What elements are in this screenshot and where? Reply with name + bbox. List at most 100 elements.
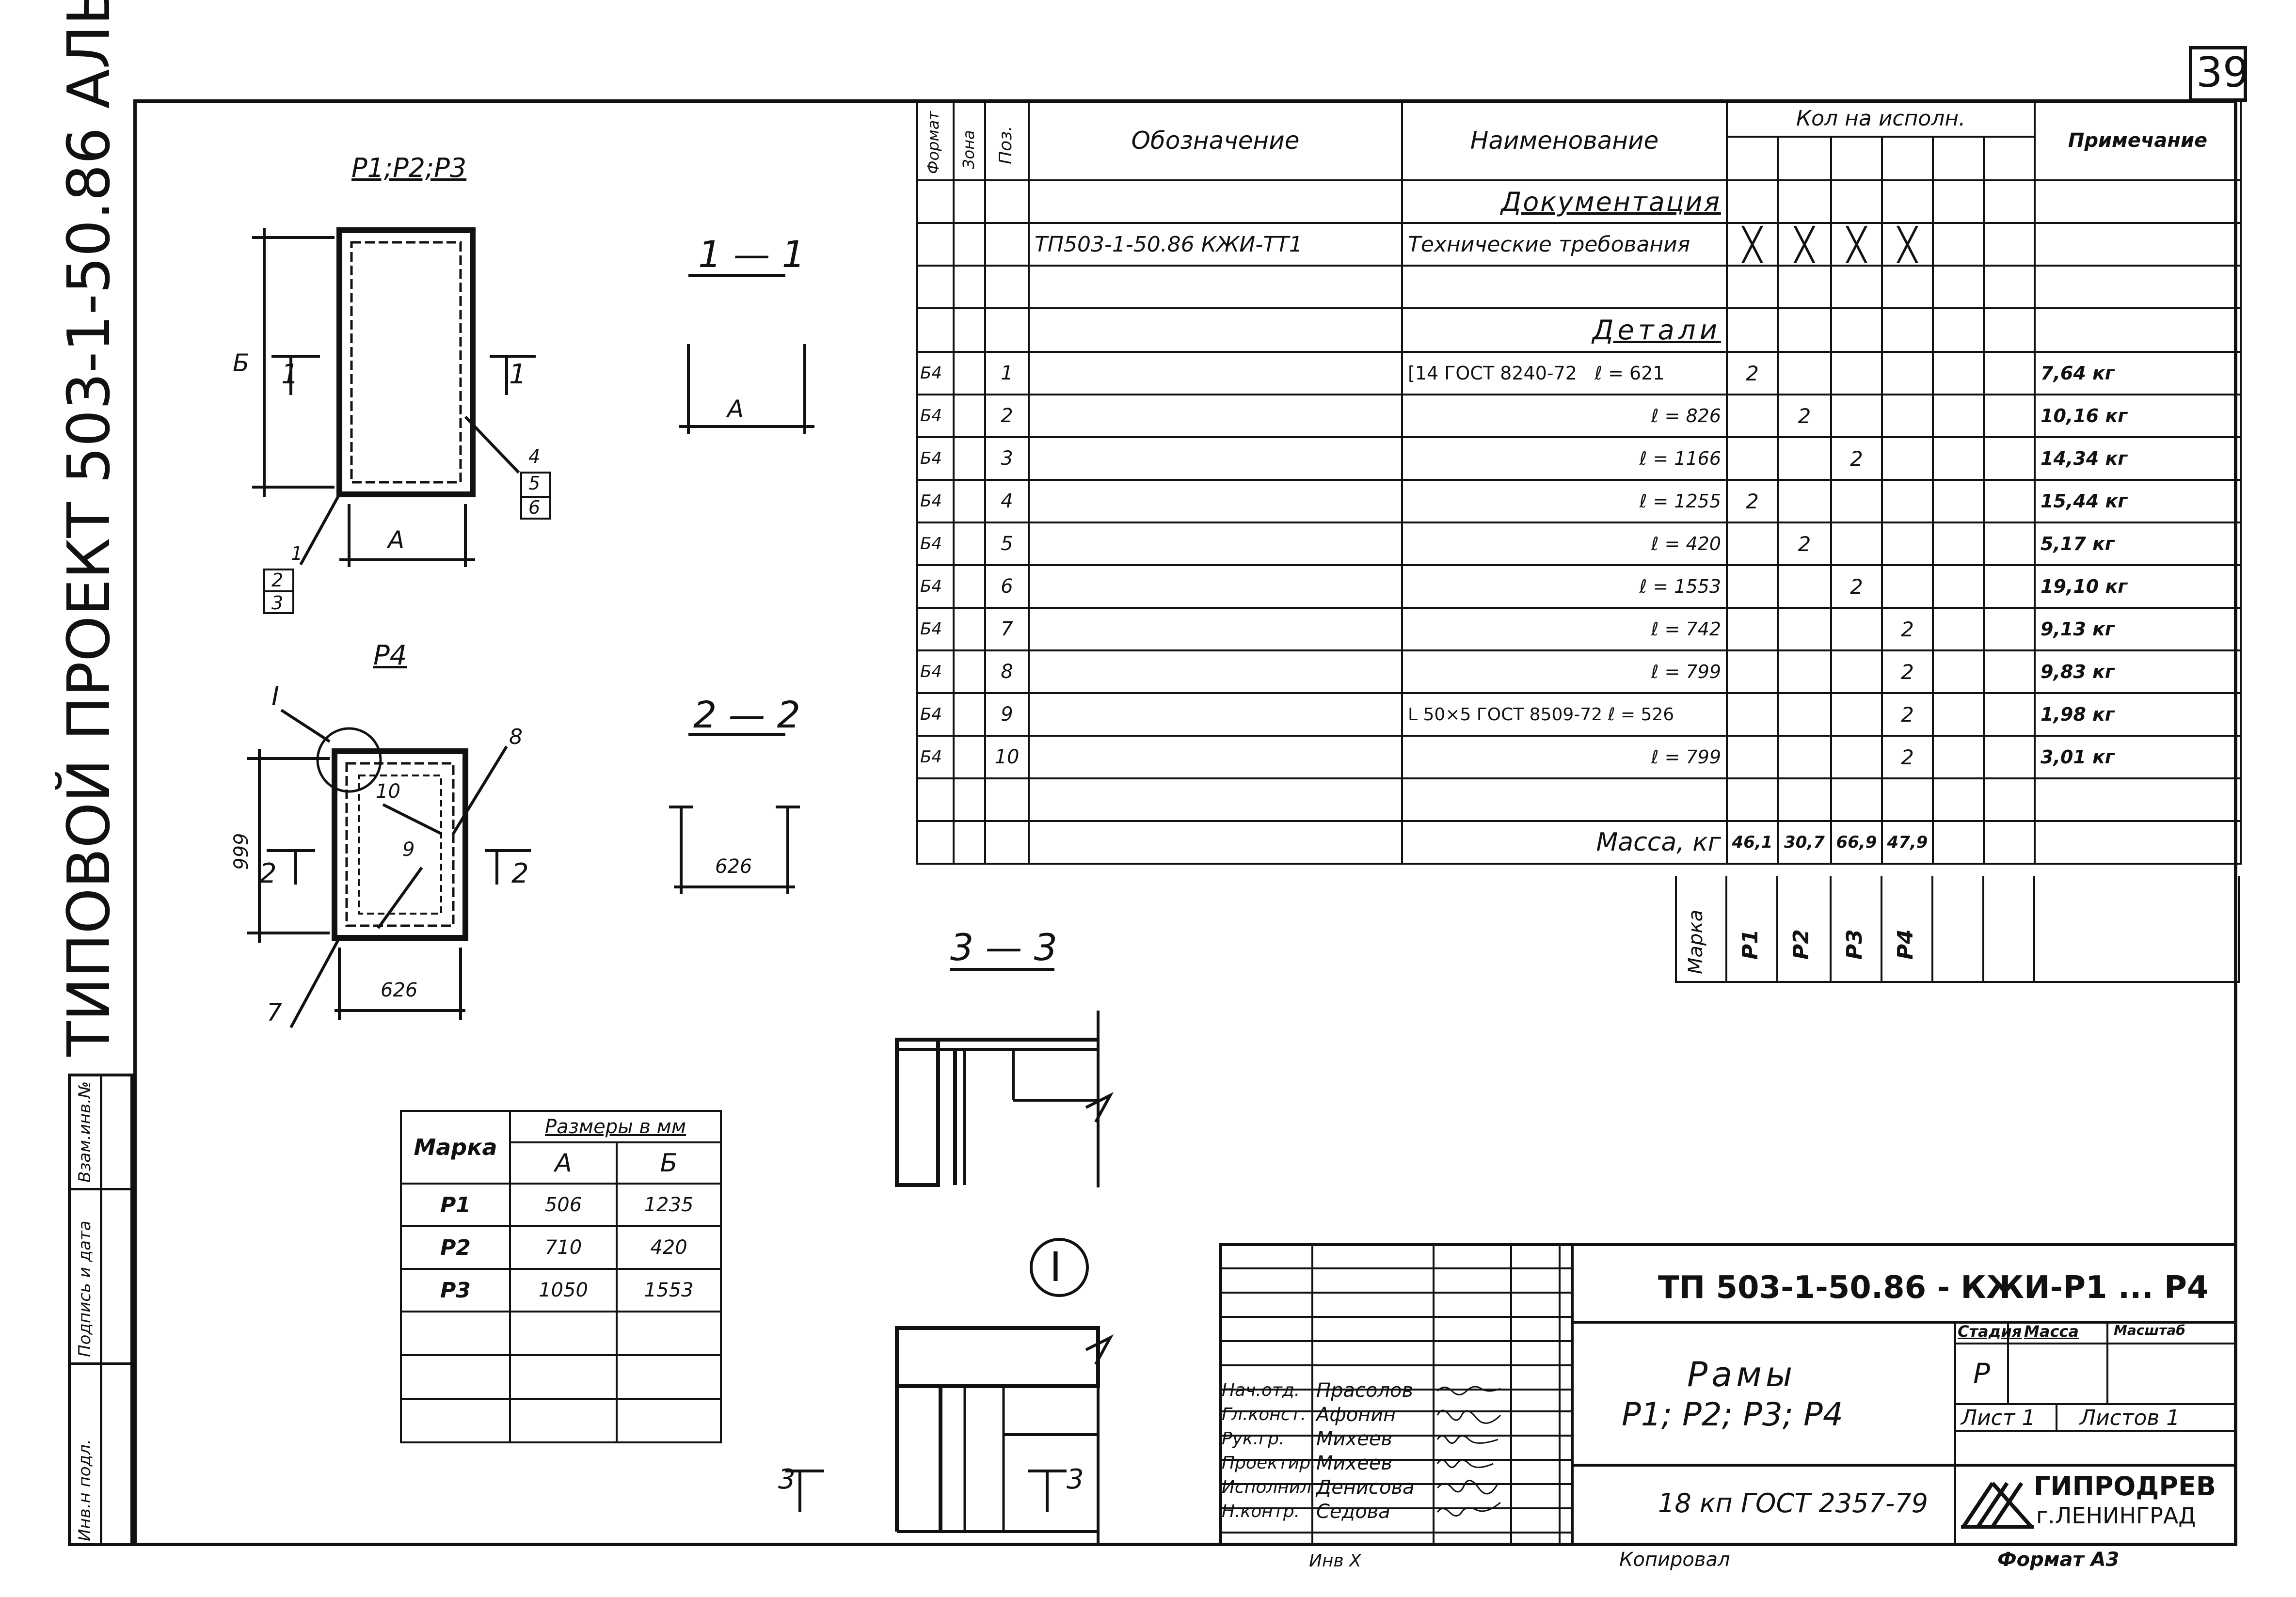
sheet-label: Лист 1 [1961, 1406, 2036, 1430]
title-line2: Р1; Р2; Р3; Р4 [1622, 1396, 1843, 1433]
frame123-title: Р1;Р2;Р3 [351, 153, 467, 183]
frame123-dim-a: А [388, 526, 405, 554]
spec-row: Б4 1 [14 ГОСТ 8240-72 ℓ = 621 2 7,64 кг [916, 351, 2242, 395]
org-city: г.ЛЕНИНГРАД [2036, 1502, 2196, 1529]
callout-left-1: 1 [291, 543, 303, 564]
spec-row: Б4 8 ℓ = 799 2 9,83 кг [916, 649, 2242, 694]
mass-p2: 30,7 [1777, 820, 1832, 865]
mass-p1: 46,1 [1726, 820, 1779, 865]
scale-label: Масштаб [2114, 1322, 2185, 1338]
callout-right-6: 6 [528, 497, 541, 518]
frame123-dim-b: Б [233, 349, 250, 377]
frame123-cut-right: 1 [509, 359, 526, 390]
sheet-number: 39 [2196, 48, 2249, 97]
mark-p2: Р2 [1789, 929, 1814, 960]
title-line1: Рамы [1687, 1355, 1797, 1394]
title-block [1219, 1243, 2237, 1546]
person-name: Прасолов [1316, 1379, 1414, 1402]
dims-row: Р1 506 1235 [400, 1183, 722, 1227]
material: 18 кп ГОСТ 2357-79 [1658, 1488, 1929, 1518]
dims-h-b: Б [615, 1141, 722, 1185]
stage-value: Р [1973, 1357, 1990, 1390]
dims-table: Марка Размеры в мм А Б Р1 506 1235 Р2 71… [400, 1110, 722, 1443]
person-role: Рук.гр. [1222, 1429, 1285, 1449]
hdr-note: Примечание [2034, 99, 2242, 181]
signatures [1436, 1386, 1501, 1517]
frame4-title: Р4 [373, 640, 407, 671]
frame4-pos-9: 9 [402, 838, 415, 861]
person-role: Проектир. [1222, 1453, 1316, 1473]
sect33-cut-left: 3 [778, 1464, 796, 1495]
spec-row: Б4 4 ℓ = 1255 2 15,44 кг [916, 479, 2242, 523]
person-role: Нач.отд. [1222, 1380, 1300, 1400]
person-role: Исполнил [1222, 1477, 1312, 1497]
doc-designation: ТП503-1-50.86 КЖИ-ТТ1 [1028, 222, 1403, 267]
person-role: Гл.конст. [1222, 1405, 1307, 1424]
sect33-cut-right: 3 [1067, 1464, 1084, 1495]
spec-row: Б4 9 L 50×5 ГОСТ 8509-72 ℓ = 526 2 1,98 … [916, 692, 2242, 737]
mass-label: Масса, кг [1401, 820, 1728, 865]
mass-p3: 66,9 [1830, 820, 1883, 865]
doc-name: Технические требования [1401, 222, 1728, 267]
frame4-pos-8: 8 [509, 725, 523, 749]
signature-grid [1219, 1243, 1571, 1546]
dims-h-a: А [509, 1141, 618, 1185]
mark-p3: Р3 [1842, 929, 1867, 960]
hdr-pos: Поз. [984, 99, 1030, 181]
spec-row: Б4 10 ℓ = 799 2 3,01 кг [916, 735, 2242, 779]
section-parts: Детали [1401, 307, 1728, 353]
person-name: Седова [1316, 1501, 1390, 1523]
sect33-title: 3 — 3 [950, 926, 1058, 969]
sheets-label: Листов 1 [2080, 1406, 2180, 1430]
gipro-logo-icon [1961, 1482, 2034, 1529]
mark-p4: Р4 [1893, 929, 1918, 960]
spec-row: Б4 2 ℓ = 826 2 10,16 кг [916, 394, 2242, 438]
dims-row: Р2 710 420 [400, 1225, 722, 1270]
hdr-designation: Обозначение [1028, 99, 1403, 181]
frame4-detail: I [271, 681, 279, 712]
sect22-dim: 626 [715, 855, 752, 878]
frame4-dim-w: 626 [381, 979, 418, 1001]
frame123-cut-left: 1 [281, 359, 299, 390]
spec-table: Формат Зона Поз. Обозначение Наименовани… [916, 99, 2242, 865]
footer-inv: Инв Х [1309, 1551, 1361, 1571]
side-stamp [68, 1074, 133, 1546]
hdr-format: Формат [916, 99, 955, 181]
hdr-name: Наименование [1401, 99, 1728, 181]
spec-row: Б4 5 ℓ = 420 2 5,17 кг [916, 522, 2242, 566]
callout-right-5: 5 [528, 473, 541, 494]
sect22-title: 2 — 2 [693, 693, 801, 736]
detail-I-label: I [1050, 1243, 1062, 1291]
frame4-cut-left: 2 [259, 858, 277, 889]
person-role: Н.контр. [1222, 1502, 1300, 1521]
marka-label: Марка [1685, 909, 1707, 974]
spec-row: Б4 7 ℓ = 742 2 9,13 кг [916, 607, 2242, 651]
mass-label-tb: Масса [2024, 1322, 2079, 1341]
callout-left-3: 3 [271, 592, 284, 614]
doc-code: ТП 503-1-50.86 - КЖИ-Р1 ... Р4 [1658, 1270, 2209, 1306]
sect11-title: 1 — 1 [698, 233, 806, 276]
frame4-pos-10: 10 [376, 780, 400, 803]
person-name: Денисова [1316, 1476, 1415, 1499]
person-name: Михеев [1316, 1428, 1392, 1450]
frame4-pos-7: 7 [267, 998, 282, 1027]
frame4-cut-right: 2 [511, 858, 529, 889]
section-docs: Документация [1401, 179, 1728, 224]
dims-h-mark: Марка [400, 1110, 511, 1185]
person-name: Михеев [1316, 1452, 1392, 1474]
footer-format: Формат А3 [1997, 1549, 2120, 1571]
frame4-dim-h: 999 [230, 833, 253, 870]
spec-row: Б4 6 ℓ = 1553 2 19,10 кг [916, 564, 2242, 609]
stage-label: Стадия [1958, 1322, 2022, 1341]
marka-strip [1675, 876, 2240, 983]
sect11-dim: А [727, 395, 744, 423]
person-name: Афонин [1316, 1404, 1396, 1426]
callout-right-4: 4 [528, 446, 541, 467]
spec-row: Б4 3 ℓ = 1166 2 14,34 кг [916, 436, 2242, 481]
mark-p1: Р1 [1738, 929, 1763, 960]
hdr-zone: Зона [953, 99, 986, 181]
callout-left-2: 2 [271, 569, 284, 591]
mass-p4: 47,9 [1881, 820, 1934, 865]
dims-row: Р3 1050 1553 [400, 1268, 722, 1312]
org-name: ГИПРОДРЕВ [2034, 1471, 2216, 1502]
